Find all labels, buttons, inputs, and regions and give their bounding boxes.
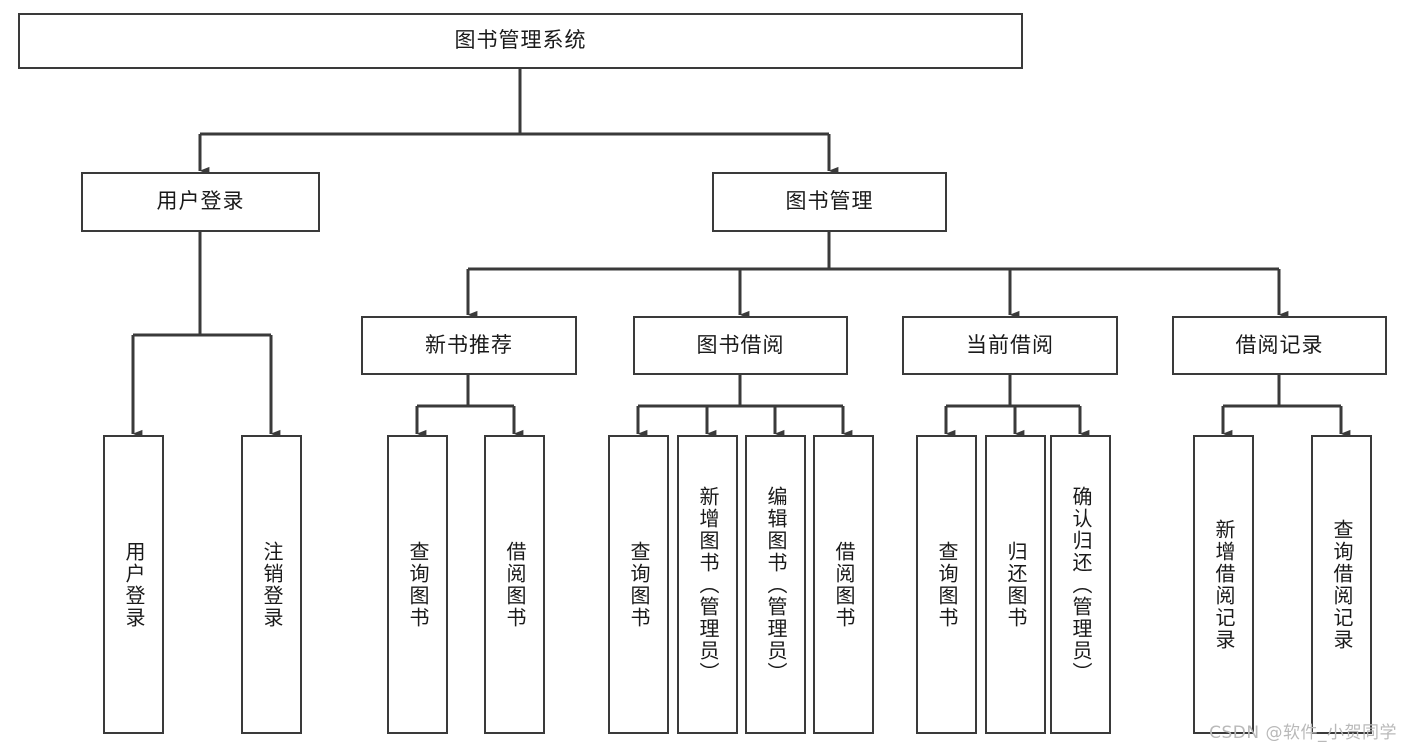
node-leaf-rec-query-book[interactable]: 查询图书 bbox=[387, 435, 448, 734]
node-label: 确认归还（管理员） bbox=[1069, 485, 1093, 684]
node-label: 查询图书 bbox=[935, 540, 959, 629]
node-leaf-borrow-borrow-book[interactable]: 借阅图书 bbox=[813, 435, 874, 734]
node-label: 新书推荐 bbox=[425, 332, 513, 357]
node-label: 查询借阅记录 bbox=[1330, 518, 1354, 651]
node-label: 新增图书（管理员） bbox=[696, 485, 720, 684]
node-label: 借阅记录 bbox=[1235, 332, 1324, 357]
node-label: 图书借阅 bbox=[696, 332, 785, 357]
watermark: CSDN @软件_小贺同学 bbox=[1209, 723, 1397, 743]
node-new-book-rec[interactable]: 新书推荐 bbox=[361, 316, 577, 375]
node-label: 借阅图书 bbox=[503, 540, 527, 629]
node-label: 用户登录 bbox=[122, 540, 146, 629]
node-leaf-cur-return-book[interactable]: 归还图书 bbox=[985, 435, 1046, 734]
node-book-borrow[interactable]: 图书借阅 bbox=[633, 316, 848, 375]
node-label: 图书管理 bbox=[785, 189, 874, 214]
node-label: 新增借阅记录 bbox=[1212, 518, 1236, 651]
edge-paths bbox=[131, 69, 1351, 438]
node-label: 归还图书 bbox=[1004, 540, 1028, 629]
node-label: 图书管理系统 bbox=[454, 28, 587, 53]
node-leaf-borrow-edit-book[interactable]: 编辑图书（管理员） bbox=[745, 435, 806, 734]
node-label: 编辑图书（管理员） bbox=[764, 485, 788, 684]
node-label: 查询图书 bbox=[406, 540, 430, 629]
node-current-borrow[interactable]: 当前借阅 bbox=[902, 316, 1118, 375]
node-leaf-user-logout[interactable]: 注销登录 bbox=[241, 435, 302, 734]
node-leaf-rec-borrow-book[interactable]: 借阅图书 bbox=[484, 435, 545, 734]
node-leaf-rec-add-record[interactable]: 新增借阅记录 bbox=[1193, 435, 1254, 734]
node-leaf-borrow-query-book[interactable]: 查询图书 bbox=[608, 435, 669, 734]
node-label: 当前借阅 bbox=[966, 332, 1054, 357]
node-label: 注销登录 bbox=[260, 540, 284, 629]
node-root[interactable]: 图书管理系统 bbox=[18, 13, 1023, 69]
node-leaf-borrow-add-book[interactable]: 新增图书（管理员） bbox=[677, 435, 738, 734]
node-label: 用户登录 bbox=[156, 189, 245, 214]
node-borrow-record[interactable]: 借阅记录 bbox=[1172, 316, 1387, 375]
node-leaf-rec-query-record[interactable]: 查询借阅记录 bbox=[1311, 435, 1372, 734]
node-leaf-user-login[interactable]: 用户登录 bbox=[103, 435, 164, 734]
node-leaf-cur-query-book[interactable]: 查询图书 bbox=[916, 435, 977, 734]
node-book-manage[interactable]: 图书管理 bbox=[712, 172, 947, 232]
node-label: 借阅图书 bbox=[832, 540, 856, 629]
node-label: 查询图书 bbox=[627, 540, 651, 629]
node-leaf-cur-confirm-return[interactable]: 确认归还（管理员） bbox=[1050, 435, 1111, 734]
node-user-login[interactable]: 用户登录 bbox=[81, 172, 320, 232]
